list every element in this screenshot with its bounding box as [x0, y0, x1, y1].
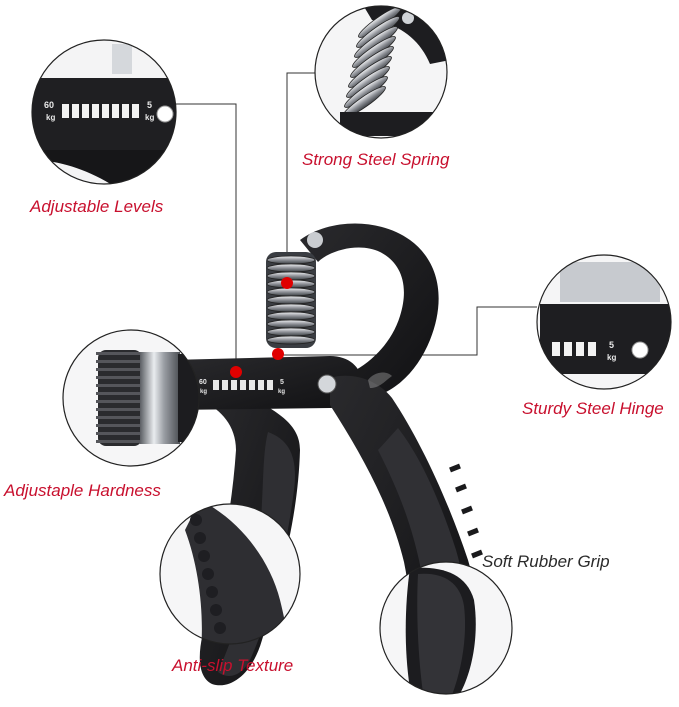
- zoom-knob-ridge: [96, 392, 144, 395]
- label-strong-steel-spring: Strong Steel Spring: [302, 150, 450, 169]
- texture-tooth: [194, 532, 206, 544]
- label-soft-rubber-grip: Soft Rubber Grip: [482, 552, 610, 571]
- zoom-level-tick: [72, 104, 79, 118]
- texture-tooth: [190, 514, 202, 526]
- zoom-level-tick: [112, 104, 119, 118]
- top-bar: [170, 356, 362, 410]
- zoom-level-tick: [92, 104, 99, 118]
- spring: [266, 252, 316, 348]
- levels-marker: [230, 366, 242, 378]
- zoom-scale-min: 60: [44, 100, 54, 110]
- handle-cutout: [368, 372, 392, 388]
- zoom-knob-ridge: [96, 360, 144, 363]
- zoom-knob-ridge: [96, 408, 144, 411]
- label-anti-slip-texture: Anti-slip Texture: [172, 656, 294, 675]
- texture-tooth: [202, 568, 214, 580]
- spring-coil: [266, 263, 316, 273]
- zoom-level-tick: [82, 104, 89, 118]
- bar-scale-tick: [258, 380, 264, 390]
- zoom-knob-ridge: [96, 352, 144, 355]
- spring-coil: [266, 303, 316, 313]
- spring-coil: [266, 311, 316, 321]
- hinge-scale-max: 5: [609, 340, 614, 350]
- bar-scale-tick: [213, 380, 219, 390]
- bar-scale-unit-max: kg: [278, 389, 285, 395]
- zoom-hinge: 5 kg: [536, 254, 672, 390]
- zoom-knob-ridge: [96, 376, 144, 379]
- zoom-spring: [314, 5, 448, 139]
- zoom-knob-ridge: [96, 432, 144, 435]
- spring-coil: [266, 287, 316, 297]
- zoom-texture: [159, 503, 301, 645]
- bar-scale: 60 kg 5 kg: [199, 379, 285, 395]
- zoom-hinge-tick: [564, 342, 572, 356]
- hook-arc: [300, 223, 439, 398]
- zoom-knob-ridge: [96, 384, 144, 387]
- bar-scale-tick: [231, 380, 237, 390]
- spring-coil: [266, 319, 316, 329]
- label-sturdy-steel-hinge: Sturdy Steel Hinge: [522, 399, 664, 418]
- zoom-hinge-tick: [576, 342, 584, 356]
- hinge-marker: [272, 348, 284, 360]
- bar-scale-tick: [222, 380, 228, 390]
- zoom-scale-unit-min: kg: [46, 113, 55, 122]
- bar-scale-min: 60: [199, 379, 207, 386]
- zoom-level-tick: [62, 104, 69, 118]
- zoom-knob-ridge: [96, 368, 144, 371]
- bar-scale-unit-min: kg: [200, 389, 207, 395]
- zoom-level-tick: [122, 104, 129, 118]
- spring-coil: [266, 255, 316, 265]
- zoom-knob-ridge: [96, 424, 144, 427]
- hinge-scale-unit: kg: [607, 353, 616, 362]
- bar-scale-tick: [267, 380, 273, 390]
- bar-scale-max: 5: [280, 379, 284, 386]
- texture-tooth: [210, 604, 222, 616]
- zoom-knob: [62, 329, 200, 467]
- texture-tooth: [198, 550, 210, 562]
- zoom-level-tick: [102, 104, 109, 118]
- spring-line: [286, 72, 320, 283]
- zoom-knob-ridge: [96, 416, 144, 419]
- texture-tooth: [206, 586, 218, 598]
- zoom-grip: [379, 561, 513, 695]
- spring-coil: [266, 335, 316, 345]
- zoom-scale-unit-max: kg: [145, 113, 154, 122]
- levels-line: [175, 103, 237, 371]
- zoom-knob-ridge: [96, 440, 144, 443]
- zoom-knob-ridge: [96, 400, 144, 403]
- zoom-level-tick: [132, 104, 139, 118]
- texture-tooth: [214, 622, 226, 634]
- bar-scale-tick: [249, 380, 255, 390]
- zoom-hinge-tick: [588, 342, 596, 356]
- bar-scale-tick: [240, 380, 246, 390]
- zoom-scale-max: 5: [147, 100, 152, 110]
- label-adjustable-hardness: Adjustaple Hardness: [4, 481, 161, 500]
- hinge-pin: [317, 374, 337, 394]
- label-adjustable-levels: Adjustable Levels: [30, 197, 164, 216]
- spring-marker: [281, 277, 293, 289]
- hook-pin: [307, 232, 323, 248]
- spring-coil: [266, 327, 316, 337]
- zoom-levels: 60 kg 5 kg: [31, 39, 177, 185]
- right-handle-teeth: [449, 463, 483, 559]
- zoom-hinge-tick: [552, 342, 560, 356]
- spring-coil: [266, 295, 316, 305]
